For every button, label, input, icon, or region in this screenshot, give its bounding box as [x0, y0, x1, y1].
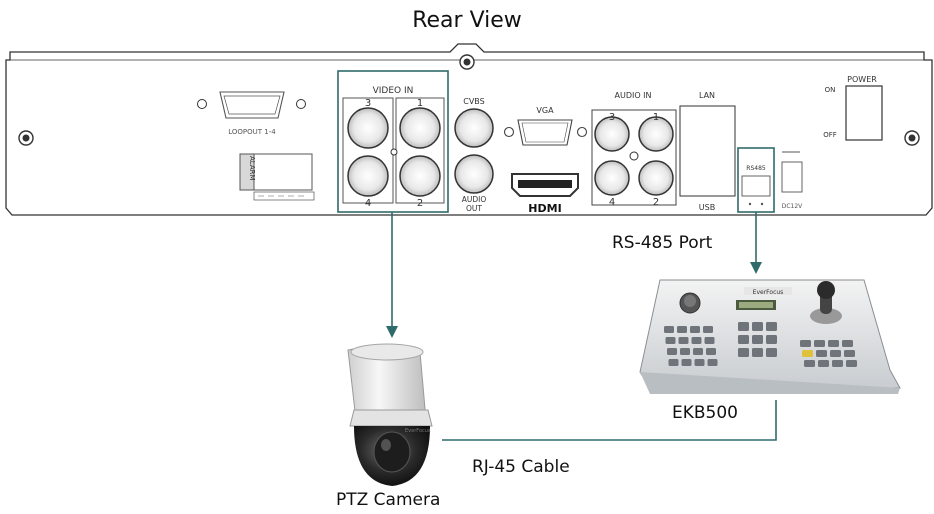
keyboard-key	[738, 348, 749, 357]
keyboard-key	[766, 322, 777, 331]
keyboard-key	[680, 348, 690, 355]
video-num-1: 1	[417, 98, 423, 109]
power-switch-icon	[846, 86, 882, 140]
keyboard-key	[828, 340, 839, 347]
lan-port-icon	[680, 106, 735, 196]
power-label: POWER	[847, 75, 877, 84]
usb-label: USB	[699, 203, 715, 212]
audio-out-label-2: OUT	[466, 204, 482, 213]
dc-label: DC12V	[782, 203, 803, 210]
cvbs-bnc-icon	[455, 109, 493, 193]
rs485-port-label: RS-485 Port	[612, 233, 712, 253]
keyboard-key	[738, 322, 749, 331]
keyboard-key	[664, 326, 674, 333]
keyboard-key	[800, 340, 811, 347]
cable-label: RJ-45 Cable	[472, 457, 570, 477]
dc-jack-icon	[782, 152, 802, 192]
video-num-4: 4	[365, 198, 371, 209]
keyboard-label: EKB500	[672, 403, 738, 423]
keyboard-key	[832, 360, 843, 367]
keyboard-key	[802, 350, 813, 357]
keyboard-key	[703, 326, 713, 333]
audio-in-rca-group	[592, 110, 676, 205]
video-in-bnc-group	[343, 98, 444, 203]
keyboard-key	[693, 348, 703, 355]
rs485-highlight	[738, 148, 774, 212]
rs485-pins	[749, 203, 763, 205]
power-off-label: OFF	[823, 131, 837, 139]
keyboard-key	[677, 326, 687, 333]
keyboard-key	[695, 359, 705, 366]
keyboard-brand: EverFocus	[753, 289, 784, 296]
keyboard-key	[844, 350, 855, 357]
keyboard-key	[766, 348, 777, 357]
keyboard-key	[679, 337, 689, 344]
keyboard-key	[752, 335, 763, 344]
keyboard-key	[804, 360, 815, 367]
keyboard-key	[738, 335, 749, 344]
camera-label: PTZ Camera	[336, 490, 440, 510]
loopout-connector-icon	[220, 92, 284, 118]
audio-num-3: 3	[609, 112, 615, 123]
ekb500-keyboard-image: EverFocus	[640, 280, 900, 394]
loopout-label: LOOPOUT 1-4	[228, 128, 276, 136]
vga-label: VGA	[536, 106, 554, 115]
keyboard-key	[752, 348, 763, 357]
ptz-camera-image: EverFocus	[348, 344, 432, 486]
keyboard-key	[816, 350, 827, 357]
keyboard-key	[667, 348, 677, 355]
keyboard-key	[705, 337, 715, 344]
audio-num-1: 1	[653, 112, 659, 123]
power-on-label: ON	[825, 86, 836, 94]
keyboard-key	[666, 337, 676, 344]
keyboard-key	[682, 359, 692, 366]
hdmi-label: HDMI	[528, 202, 561, 215]
lan-label: LAN	[699, 91, 715, 100]
keyboard-key	[708, 359, 718, 366]
keyboard-key	[818, 360, 829, 367]
video-num-2: 2	[417, 198, 423, 209]
svg-text:EverFocus: EverFocus	[405, 428, 431, 434]
audio-in-label: AUDIO IN	[614, 91, 651, 100]
keyboard-key	[830, 350, 841, 357]
keyboard-key	[690, 326, 700, 333]
video-num-3: 3	[365, 98, 371, 109]
rs485-terminal-icon	[742, 176, 770, 196]
alarm-label: ALARM	[248, 156, 256, 181]
video-in-label: VIDEO IN	[373, 86, 414, 96]
audio-out-label-1: AUDIO	[462, 195, 487, 204]
keyboard-key	[814, 340, 825, 347]
keyboard-key	[752, 322, 763, 331]
audio-num-2: 2	[653, 197, 659, 208]
keyboard-key	[846, 360, 857, 367]
keyboard-key	[842, 340, 853, 347]
cvbs-label: CVBS	[463, 97, 484, 106]
keyboard-key	[706, 348, 716, 355]
keyboard-key	[766, 335, 777, 344]
keyboard-key	[692, 337, 702, 344]
rs485-panel-label: RS485	[746, 165, 766, 172]
vga-connector-icon	[505, 120, 587, 145]
audio-num-4: 4	[609, 197, 615, 208]
keyboard-key	[669, 359, 679, 366]
hdmi-connector-icon	[512, 174, 578, 196]
